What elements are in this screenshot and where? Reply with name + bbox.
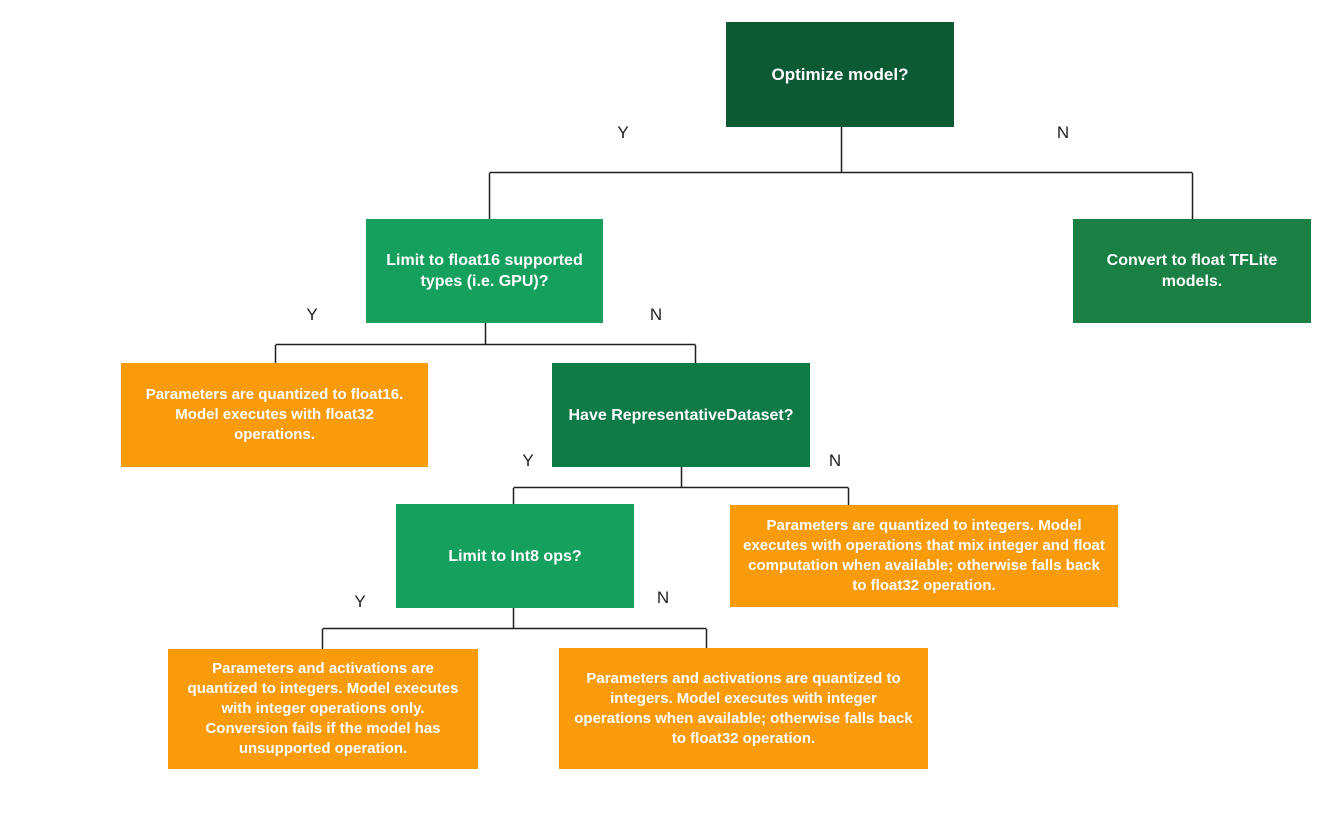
node-convert-float-tflite-label: Convert to float TFLite models.	[1106, 252, 1278, 290]
node-convert-float-tflite: Convert to float TFLite models.	[1073, 219, 1311, 323]
edge-label-limit-int8-yes: Y	[354, 592, 366, 611]
connector-limit-int8-split	[321, 608, 708, 649]
node-result-mixed-quant: Parameters are quantized to integers. Mo…	[730, 505, 1118, 607]
node-optimize-model: Optimize model?	[726, 22, 954, 127]
node-result-int-only-quant-label: Parameters and activations are quantized…	[187, 660, 459, 757]
node-limit-int8-ops: Limit to Int8 ops?	[396, 504, 634, 608]
edge-label-have-rep-dataset-yes: Y	[522, 451, 534, 470]
node-result-int-fallback-quant-label: Parameters and activations are quantized…	[574, 669, 913, 747]
connector-limit-float16-split	[274, 323, 697, 363]
node-limit-float16: Limit to float16 supported types (i.e. G…	[366, 219, 603, 323]
node-have-representative-dataset: Have RepresentativeDataset?	[552, 363, 810, 467]
node-result-mixed-quant-label: Parameters are quantized to integers. Mo…	[743, 517, 1105, 594]
node-result-int-only-quant: Parameters and activations are quantized…	[168, 649, 478, 769]
node-result-int-fallback-quant: Parameters and activations are quantized…	[559, 648, 928, 769]
node-limit-int8-ops-label: Limit to Int8 ops?	[448, 547, 582, 565]
edge-label-optimize-yes: Y	[617, 123, 629, 142]
edge-label-have-rep-dataset-no: N	[828, 451, 842, 470]
edge-label-limit-int8-no: N	[656, 588, 670, 607]
node-have-representative-dataset-label: Have RepresentativeDataset?	[568, 406, 794, 424]
node-limit-float16-label: Limit to float16 supported types (i.e. G…	[386, 252, 583, 290]
edge-label-limit-float16-no: N	[649, 305, 663, 324]
edge-label-optimize-no: N	[1056, 123, 1070, 142]
node-result-float16-quant-label: Parameters are quantized to float16. Mod…	[145, 386, 404, 443]
connector-have-rep-dataset-split	[512, 467, 850, 505]
connector-optimize-split	[488, 127, 1194, 219]
node-result-float16-quant: Parameters are quantized to float16. Mod…	[121, 363, 428, 467]
edge-label-limit-float16-yes: Y	[306, 305, 318, 324]
node-optimize-model-label: Optimize model?	[771, 65, 909, 84]
